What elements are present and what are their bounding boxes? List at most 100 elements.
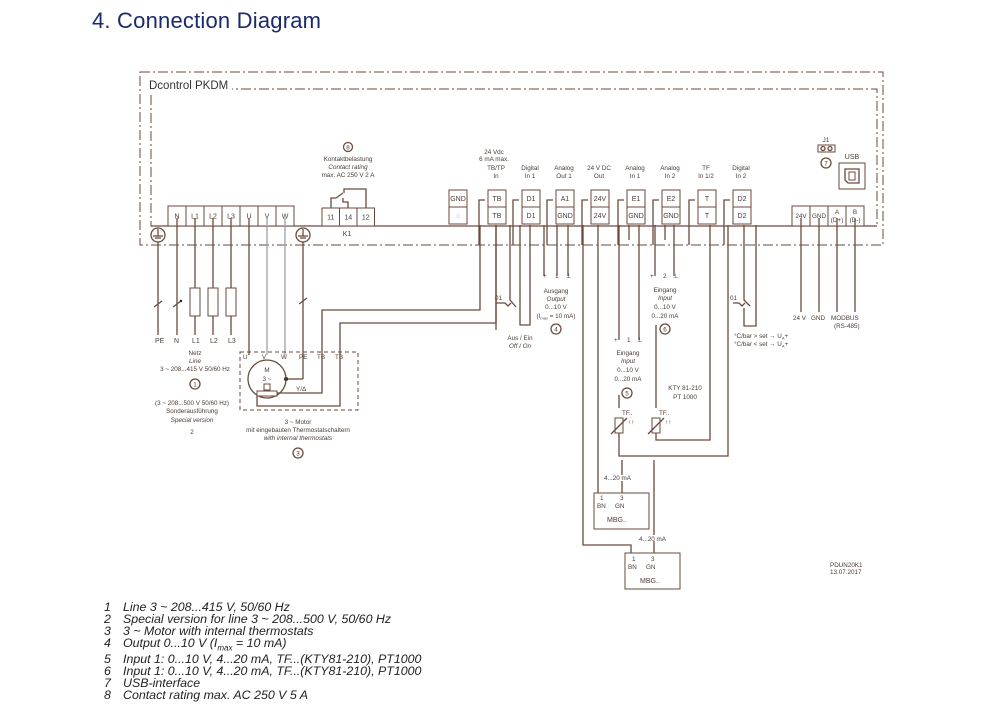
terminal-label: GND	[628, 213, 644, 220]
terminal-label: 24V	[594, 213, 607, 220]
device-name: Dcontrol PKDM	[149, 80, 228, 92]
mains-netz: Netz	[189, 350, 202, 357]
page-title: 4. Connection Diagram	[92, 8, 322, 33]
mbg-pin-color: GN	[646, 564, 656, 571]
terminal: 14	[339, 207, 358, 227]
mbg-name: MBG..	[640, 578, 660, 585]
relay-contact-icon	[330, 188, 367, 208]
io-group-sublabel: Out	[594, 173, 604, 180]
legend-text: Output 0...10 V (Imax = 10 mA)	[123, 635, 287, 653]
terminal-label: 12	[362, 215, 370, 222]
terminal: T	[697, 189, 717, 208]
pin-label: ⊥	[566, 273, 572, 280]
special-label-de: Sonderausführung	[166, 408, 218, 415]
svg-text:TF..: TF..	[659, 410, 670, 417]
terminal: E2	[661, 189, 681, 208]
sensor-wire	[618, 225, 729, 457]
pin-label: ⊥	[673, 273, 679, 280]
svg-text:↑↑: ↑↑	[628, 419, 634, 426]
motor-label: 3 ~ Motor	[285, 419, 312, 426]
sensor-pt: PT 1000	[673, 394, 697, 401]
usb-label: USB	[845, 154, 860, 161]
terminal: T	[697, 206, 717, 225]
pin-label: 1	[555, 273, 559, 280]
mains-label: L2	[210, 338, 218, 345]
callout-circle-5	[621, 387, 633, 399]
mains-label: PE	[155, 338, 165, 345]
mbg-pin: 3	[620, 495, 624, 502]
jumper-icon	[817, 144, 836, 153]
bus-24v: 24 V	[793, 315, 807, 322]
motor-terminal-label: W	[281, 354, 287, 361]
ground-icon	[295, 227, 311, 243]
mbg-pin-color: GN	[615, 503, 625, 510]
terminal-label: B	[853, 209, 857, 216]
io-group-label: TF	[702, 165, 710, 172]
thermistor-icon: TF.. ↑↑	[610, 410, 634, 435]
callout-number: 1	[193, 382, 197, 389]
io-group-sublabel: In 1	[525, 173, 536, 180]
legend-number: 3	[104, 623, 111, 638]
ground-icon	[150, 227, 166, 243]
io-group-sublabel: In 1/2	[698, 173, 714, 180]
tb-supply-current: 6 mA max.	[479, 156, 509, 163]
sensor-kty: KTY 81-210	[668, 385, 702, 392]
motor-label-de: mit eingebauten Thermostatschaltern	[246, 427, 350, 434]
drawing-code: PDUN20K1	[830, 562, 863, 569]
terminal: 24V	[590, 206, 610, 225]
motor-connection: Y/Δ	[296, 386, 307, 393]
legend-text: Line 3 ~ 208...415 V, 50/60 Hz	[123, 600, 290, 614]
terminal-label: L3	[227, 214, 235, 221]
terminal-label: T	[705, 196, 710, 203]
input1-label-de: Eingang	[616, 350, 640, 357]
input2-label-de: Eingang	[653, 287, 677, 294]
io-group-label: Digital	[732, 165, 750, 172]
legend-number: 2	[104, 611, 111, 626]
terminal: TB	[487, 206, 507, 225]
thermostat-icon	[263, 383, 271, 391]
terminal-label: ◌	[456, 213, 460, 220]
inner-frame	[150, 88, 878, 227]
switch-tag: 01	[730, 295, 738, 302]
terminal: TB	[487, 189, 507, 208]
on-off-switch-icon	[495, 225, 531, 330]
terminal-label: GND	[812, 213, 826, 220]
switch-icon	[153, 297, 308, 308]
motor-symbol: M	[264, 367, 269, 374]
legend-text: Special version for line 3 ~ 208...500 V…	[123, 611, 392, 626]
terminal-label: U	[246, 214, 251, 221]
output-label-de: Ausgang	[544, 288, 569, 295]
mains-voltage: 3 ~ 208...415 V 50/60 Hz	[160, 366, 230, 373]
input2-label-en: Input	[658, 295, 672, 302]
terminal-label: V	[265, 214, 270, 221]
legend-text: Contact rating max. AC 250 V 5 A	[123, 687, 309, 702]
output-range: 0...10 V	[545, 304, 568, 311]
legend-text: 3 ~ Motor with internal thermostats	[123, 623, 314, 638]
output-label-en: Output	[547, 296, 566, 303]
mbg-pin: 1	[600, 495, 604, 502]
io-group-label: 24 V DC	[587, 165, 611, 172]
io-group-label: TB/TP	[487, 165, 505, 172]
terminal: GND	[626, 206, 646, 225]
io-group-sublabel: In 2	[665, 173, 676, 180]
terminal: GND	[661, 206, 681, 225]
motor-phase: 3 ~	[263, 376, 272, 383]
terminal-label: D1	[527, 196, 536, 203]
terminal: 24V	[590, 189, 610, 208]
switch-label-en: Off / On	[509, 343, 532, 350]
tb-wire	[321, 225, 497, 352]
mains-label: N	[174, 338, 179, 345]
terminal: A1	[555, 189, 575, 208]
legend-number: 8	[104, 687, 111, 702]
bus-gnd: GND	[811, 315, 825, 322]
mbg-pin-color: BN	[628, 564, 637, 571]
motor-label-en: with internal thermostats	[264, 435, 333, 442]
switch-tag: 01	[495, 295, 503, 302]
switch2-line2: °C/bar < set → UA+	[734, 340, 789, 349]
special-label-en: Special version	[171, 417, 214, 424]
